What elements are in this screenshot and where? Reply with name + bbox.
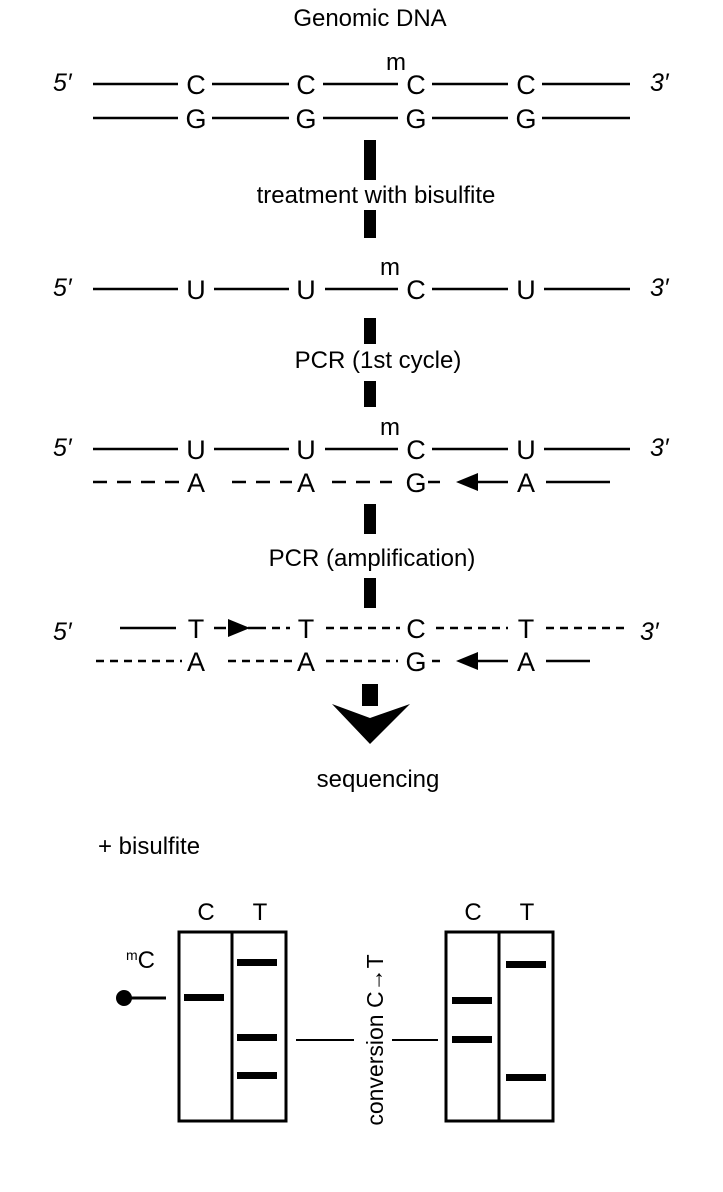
- three-prime-end-label: 3′: [650, 274, 670, 302]
- gel-band: [506, 1074, 546, 1081]
- diagram-title: Genomic DNA: [293, 5, 446, 32]
- base-g3: G: [405, 647, 426, 677]
- gel-band: [452, 997, 492, 1004]
- genomic-dna-strands: 5′ 3′ m C C C C G G G G: [53, 49, 670, 134]
- five-prime-end-label: 5′: [53, 69, 73, 97]
- methyl-c-base: C: [138, 947, 155, 974]
- three-prime-end-label: 3′: [650, 434, 670, 462]
- step-pcr1-label: PCR (1st cycle): [295, 347, 462, 374]
- lane-t-label: T: [520, 899, 535, 926]
- base-g1: G: [185, 104, 206, 134]
- base-a4: A: [517, 468, 535, 498]
- pcr-first-cycle-strands: 5′ 3′ m U U C U A A G A: [53, 414, 670, 498]
- base-a1: A: [187, 647, 205, 677]
- gel-band: [184, 994, 224, 1001]
- flow-bar: [364, 318, 376, 344]
- sequencing-arrow-icon: [332, 684, 410, 744]
- step-sequencing-label: sequencing: [317, 766, 440, 793]
- base-u4: U: [516, 435, 536, 465]
- five-prime-end-label: 5′: [53, 618, 73, 646]
- gel-band: [237, 1072, 277, 1079]
- primer-arrow-right-icon: [228, 619, 250, 637]
- base-u1: U: [186, 435, 206, 465]
- base-c3-methylated: C: [406, 435, 426, 465]
- base-g2: G: [295, 104, 316, 134]
- base-u2: U: [296, 275, 316, 305]
- five-prime-end-label: 5′: [53, 434, 73, 462]
- base-a2: A: [297, 647, 315, 677]
- sequencing-gel-panel: + bisulfite C T mC conversion C→T C T: [98, 833, 555, 1126]
- methyl-c-label: mC: [126, 947, 155, 974]
- base-c3-methylated: C: [406, 70, 426, 100]
- base-g3: G: [405, 104, 426, 134]
- base-c3-methylated: C: [406, 275, 426, 305]
- base-c4: C: [516, 70, 536, 100]
- flow-bar: [364, 210, 376, 238]
- pcr-amplified-strands: 5′ 3′ T T C T A A G A: [53, 614, 660, 677]
- primer-arrow-left-icon: [456, 652, 478, 670]
- primer-arrow-left-icon: [456, 473, 478, 491]
- lane-c-label: C: [464, 899, 481, 926]
- gel-band: [237, 959, 277, 966]
- three-prime-end-label: 3′: [640, 618, 660, 646]
- flow-bar: [364, 381, 376, 407]
- base-t4: T: [518, 614, 535, 644]
- base-u2: U: [296, 435, 316, 465]
- flow-bar: [364, 504, 376, 534]
- base-t2: T: [298, 614, 315, 644]
- base-u4: U: [516, 275, 536, 305]
- bisulfite-treated-strand: 5′ 3′ m U U C U: [53, 254, 670, 305]
- condition-label: + bisulfite: [98, 833, 200, 860]
- base-g4: G: [515, 104, 536, 134]
- base-t1: T: [188, 614, 205, 644]
- base-a2: A: [297, 468, 315, 498]
- step-amplification-label: PCR (amplification): [269, 545, 476, 572]
- gel-band: [506, 961, 546, 968]
- conversion-label: conversion C→T: [362, 954, 388, 1125]
- five-prime-end-label: 5′: [53, 274, 73, 302]
- base-a1: A: [187, 468, 205, 498]
- methyl-c-superscript: m: [126, 947, 138, 963]
- lane-c-label: C: [197, 899, 214, 926]
- methyl-mark: m: [386, 49, 406, 76]
- base-c2: C: [296, 70, 316, 100]
- base-a4: A: [517, 647, 535, 677]
- base-g3: G: [405, 468, 426, 498]
- base-u1: U: [186, 275, 206, 305]
- three-prime-end-label: 3′: [650, 69, 670, 97]
- base-c1: C: [186, 70, 206, 100]
- gel-band: [452, 1036, 492, 1043]
- flow-bar: [364, 578, 376, 608]
- base-c3: C: [406, 614, 426, 644]
- methyl-mark: m: [380, 254, 400, 281]
- gel-band: [237, 1034, 277, 1041]
- methyl-mark: m: [380, 414, 400, 441]
- flow-bar: [364, 140, 376, 180]
- lane-t-label: T: [253, 899, 268, 926]
- step-bisulfite-label: treatment with bisulfite: [257, 182, 496, 209]
